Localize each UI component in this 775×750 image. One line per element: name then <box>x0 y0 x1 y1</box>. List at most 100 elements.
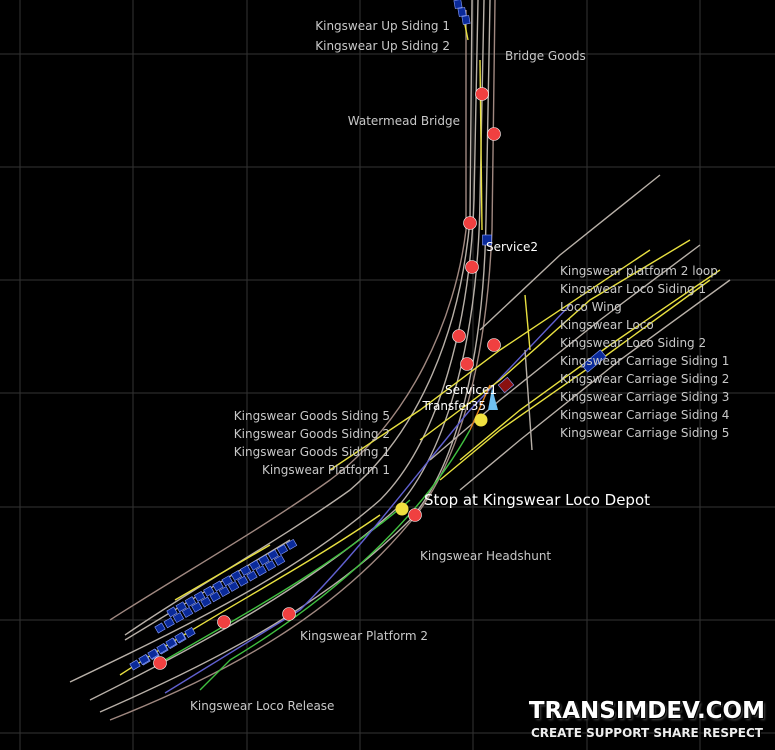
track-label: Kingswear Headshunt <box>420 549 551 563</box>
track-label: Kingswear Goods Siding 5 <box>234 409 390 423</box>
track-label: Kingswear Carriage Siding 1 <box>560 354 729 368</box>
track-label: Bridge Goods <box>505 49 586 63</box>
track-segment <box>199 429 471 691</box>
rail-car <box>200 596 212 608</box>
track-segment <box>89 0 485 701</box>
track-label: Loco Wing <box>560 300 622 314</box>
track-segment <box>119 514 381 676</box>
track-label: Kingswear Goods Siding 1 <box>234 445 390 459</box>
track-label: Kingswear Goods Siding 2 <box>234 427 390 441</box>
track-segment <box>479 174 661 331</box>
track-label: Kingswear Loco Release <box>190 699 334 713</box>
service-label-service1[interactable]: Service1 <box>445 383 497 397</box>
rail-car <box>154 622 166 634</box>
track-segment <box>524 349 533 451</box>
track-label: Watermead Bridge <box>348 114 460 128</box>
track-segment <box>164 304 571 694</box>
rail-car <box>212 580 224 592</box>
track-labels: Kingswear Up Siding 1 Kingswear Up Siding… <box>190 19 729 713</box>
signal-icon <box>475 87 489 101</box>
rail-car <box>138 654 150 665</box>
rail-car <box>218 586 231 598</box>
track-segment <box>109 10 467 621</box>
rail-car <box>172 612 185 624</box>
rail-car <box>267 549 279 561</box>
track-segment <box>329 249 651 471</box>
rail-car <box>175 601 187 613</box>
track-segment <box>459 279 731 491</box>
rail-car <box>184 627 196 638</box>
rail-car <box>276 544 289 556</box>
track-label: Kingswear Up Siding 1 <box>315 19 450 33</box>
watermark-title: TRANSIMDEV.COM <box>528 698 765 724</box>
service-label-service2[interactable]: Service2 <box>486 240 538 254</box>
rail-car <box>239 564 252 576</box>
track-label: Kingswear platform 2 loop <box>560 264 718 278</box>
track-segment <box>164 499 411 661</box>
track-label: Kingswear Up Siding 2 <box>315 39 450 53</box>
track-label: Kingswear Carriage Siding 4 <box>560 408 729 422</box>
rail-car <box>203 585 215 597</box>
rail-car <box>457 7 467 17</box>
tracks <box>69 0 731 721</box>
rail-car <box>285 538 298 550</box>
rail-car <box>191 601 203 613</box>
signal-icon <box>408 508 422 522</box>
track-segment <box>69 0 479 683</box>
track-label: Kingswear Loco Siding 1 <box>560 282 706 296</box>
track-label: Kingswear Carriage Siding 5 <box>560 426 729 440</box>
event-label-stop[interactable]: Stop at Kingswear Loco Depot <box>424 491 650 509</box>
track-segment <box>469 384 491 431</box>
signal-icon <box>217 615 231 629</box>
service-label-transfer35[interactable]: Transfer35 <box>421 399 486 413</box>
signal-icon <box>452 329 466 343</box>
rail-car <box>147 648 159 660</box>
rail-car <box>129 659 141 671</box>
stop-marker-icon <box>395 502 409 516</box>
track-segment <box>524 294 531 351</box>
signal-icon <box>487 127 501 141</box>
signal-icon <box>153 656 167 670</box>
track-segment <box>99 0 491 713</box>
rail-car <box>230 570 243 582</box>
signal-icon <box>460 357 474 371</box>
rail-car <box>249 559 261 571</box>
signal-icon <box>282 607 296 621</box>
track-segment <box>174 544 271 601</box>
signal-icon <box>487 338 501 352</box>
rail-car <box>273 554 286 566</box>
rail-car <box>258 554 270 566</box>
rail-car <box>497 376 515 394</box>
rail-car <box>156 643 168 654</box>
rail-car <box>227 580 240 592</box>
consists <box>129 0 607 671</box>
rail-car <box>264 560 277 572</box>
rail-car <box>209 591 221 603</box>
track-segment <box>109 0 496 721</box>
track-label: Kingswear Platform 2 <box>300 629 428 643</box>
signal-icon <box>463 216 477 230</box>
transfer-marker-icon <box>488 388 498 410</box>
rail-car <box>174 632 186 643</box>
rail-car <box>193 590 206 602</box>
track-segment <box>429 244 701 461</box>
signal-icon <box>465 260 479 274</box>
track-segment <box>124 0 473 636</box>
track-segment <box>459 269 721 461</box>
signals <box>153 87 501 670</box>
rail-car <box>163 617 175 629</box>
rail-car <box>246 570 258 582</box>
rail-car <box>237 575 249 587</box>
rail-car <box>221 575 233 587</box>
rail-car <box>255 565 267 577</box>
track-label: Kingswear Loco Siding 2 <box>560 336 706 350</box>
track-label: Kingswear Platform 1 <box>262 463 390 477</box>
track-segment <box>439 279 711 481</box>
track-label: Kingswear Carriage Siding 3 <box>560 390 729 404</box>
rail-car <box>461 15 471 25</box>
track-label: Kingswear Loco <box>560 318 654 332</box>
rail-car <box>581 349 607 373</box>
